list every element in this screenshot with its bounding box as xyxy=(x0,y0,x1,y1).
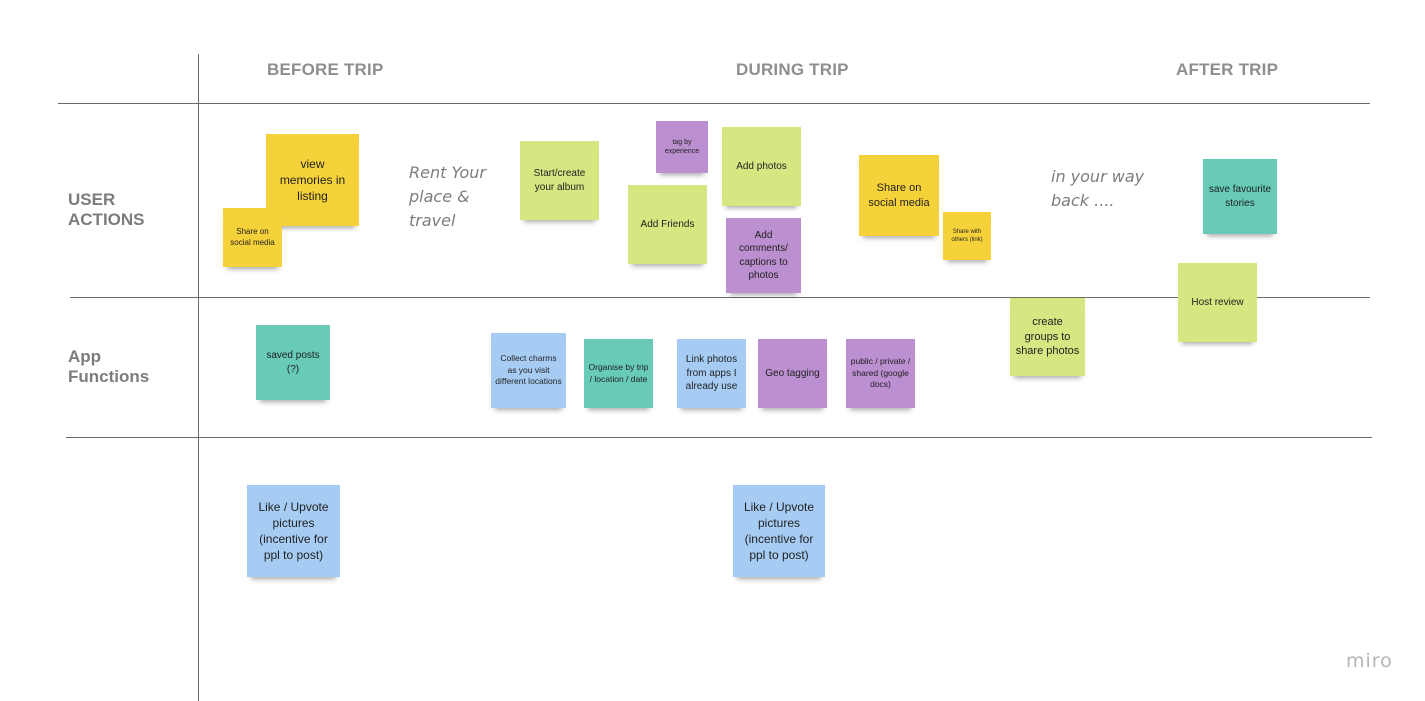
sticky-start-create-album[interactable]: Start/create your album xyxy=(520,141,599,220)
sticky-collect-charms[interactable]: Collect charms as you visit different lo… xyxy=(491,333,566,408)
sticky-organise[interactable]: Organise by trip / location / date xyxy=(584,339,653,408)
sticky-share-with-others[interactable]: Share with others (link) xyxy=(943,212,991,260)
row-header-app-functions: App Functions xyxy=(68,347,150,386)
sticky-label: Like / Upvote pictures (incentive for pp… xyxy=(743,499,815,563)
sticky-label: view memories in listing xyxy=(279,156,346,204)
miro-logo: miro xyxy=(1346,650,1393,672)
sticky-label: Add photos xyxy=(736,160,787,172)
sticky-label: Host review xyxy=(1191,296,1244,308)
sticky-label: Like / Upvote pictures (incentive for pp… xyxy=(258,499,329,563)
header-divider xyxy=(58,103,1370,104)
annotation-in-your-way-back[interactable]: in your way back .... xyxy=(1051,167,1145,210)
sticky-geo-tagging[interactable]: Geo tagging xyxy=(758,339,827,408)
sticky-label: create groups to share photos xyxy=(1015,315,1080,358)
sticky-label: Organise by trip / location / date xyxy=(588,362,649,384)
row-header-user-actions: USER ACTIONS xyxy=(68,190,145,229)
sticky-save-favourite-stories[interactable]: save favourite stories xyxy=(1203,159,1277,234)
sticky-label: tag by experience xyxy=(664,138,700,155)
sticky-public-private-shared[interactable]: public / private / shared (google docs) xyxy=(846,339,915,408)
sticky-label: Share on social media xyxy=(230,226,275,247)
sticky-add-comments[interactable]: Add comments/ captions to photos xyxy=(726,218,801,293)
sticky-label: saved posts (?) xyxy=(266,350,320,375)
row-divider-functions xyxy=(66,437,1372,438)
sticky-tag-by-experience[interactable]: tag by experience xyxy=(656,121,708,173)
sticky-label: Add comments/ captions to photos xyxy=(739,229,788,282)
sticky-add-photos[interactable]: Add photos xyxy=(722,127,801,206)
column-header-before-trip: BEFORE TRIP xyxy=(267,60,384,79)
column-header-during-trip: DURING TRIP xyxy=(736,60,849,79)
vertical-divider xyxy=(198,54,199,701)
sticky-link-photos[interactable]: Link photos from apps I already use xyxy=(677,339,746,408)
sticky-label: Share on social media xyxy=(868,181,930,209)
sticky-host-review[interactable]: Host review xyxy=(1178,263,1257,342)
sticky-label: public / private / shared (google docs) xyxy=(850,356,911,390)
sticky-like-upvote-before[interactable]: Like / Upvote pictures (incentive for pp… xyxy=(247,485,340,577)
sticky-label: Share with others (link) xyxy=(951,228,983,243)
sticky-saved-posts[interactable]: saved posts (?) xyxy=(256,325,330,400)
sticky-label: Add Friends xyxy=(640,218,695,230)
sticky-label: Link photos from apps I already use xyxy=(685,354,738,393)
sticky-create-groups[interactable]: create groups to share photos xyxy=(1010,298,1085,376)
sticky-like-upvote-during[interactable]: Like / Upvote pictures (incentive for pp… xyxy=(733,485,825,577)
sticky-share-social-media-during[interactable]: Share on social media xyxy=(859,155,939,236)
sticky-share-social-media-before[interactable]: Share on social media xyxy=(223,208,282,267)
row-divider-actions xyxy=(70,297,1370,298)
annotation-rent-your-place[interactable]: Rent Your place & travel xyxy=(409,163,486,230)
sticky-label: Collect charms as you visit different lo… xyxy=(495,353,562,387)
column-header-after-trip: AFTER TRIP xyxy=(1176,60,1279,79)
sticky-label: save favourite stories xyxy=(1208,184,1272,209)
sticky-label: Geo tagging xyxy=(765,367,820,379)
sticky-add-friends[interactable]: Add Friends xyxy=(628,185,707,264)
sticky-label: Start/create your album xyxy=(533,168,586,193)
